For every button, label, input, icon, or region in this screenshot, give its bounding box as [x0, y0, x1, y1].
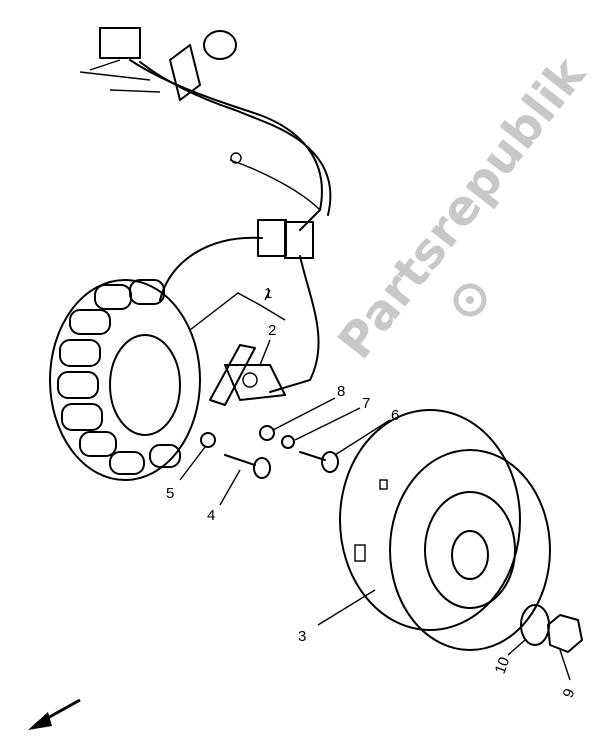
washer-7 [281, 435, 295, 449]
pickup-coil [209, 344, 286, 406]
nut-9 [547, 614, 583, 653]
round-connector [203, 30, 237, 60]
washer-10 [520, 604, 550, 646]
callout-8: 8 [337, 383, 345, 400]
watermark: Partsrepublik [327, 46, 597, 369]
callout-4: 4 [207, 507, 215, 524]
front-arrow-icon [28, 698, 81, 730]
washer-8 [259, 425, 275, 441]
wiring-harness [79, 27, 332, 393]
washer-5 [200, 432, 216, 448]
callout-5: 5 [166, 485, 174, 502]
bolt-4 [224, 454, 256, 466]
leader-lines [179, 289, 571, 681]
rotor-flywheel [339, 409, 551, 651]
callout-6: 6 [391, 407, 399, 424]
callout-9: 9 [560, 686, 579, 700]
gear-icon [453, 283, 487, 317]
stator [49, 279, 201, 481]
connector-block [99, 27, 141, 59]
grommet-right [284, 221, 314, 259]
callout-1: 1 [264, 285, 272, 302]
screw-6 [299, 451, 326, 461]
callout-3: 3 [298, 628, 306, 645]
callout-7: 7 [362, 395, 370, 412]
callout-10: 10 [492, 655, 514, 676]
callout-2: 2 [268, 322, 276, 339]
watermark-text: Partsrepublik [327, 46, 597, 369]
